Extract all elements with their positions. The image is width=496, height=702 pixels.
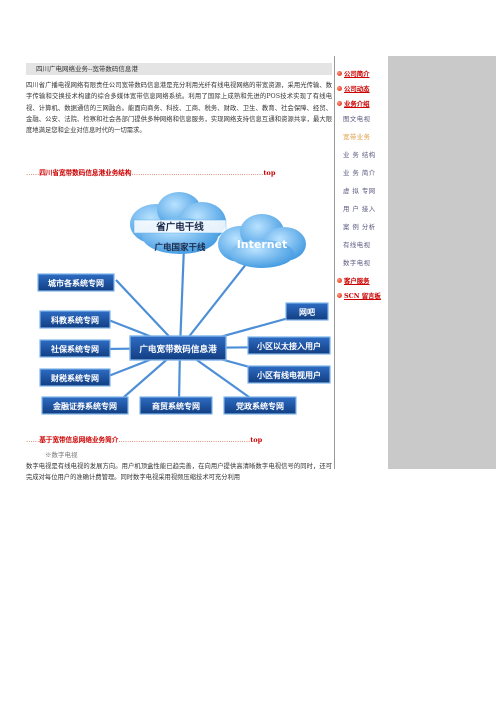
section-dots: ……: [26, 169, 40, 177]
diagram-svg: 省广电干线 广电国家干线 Internet 城市各系统专网 科教系统专网: [37, 192, 331, 415]
sidebar-item-label[interactable]: 有线电视: [343, 241, 371, 249]
sidebar-item-label[interactable]: 业 务 简介: [343, 169, 376, 177]
node-social-security: 社保系统专网: [39, 339, 111, 358]
bullet-icon: [337, 71, 342, 76]
sidebar-item-label[interactable]: 客户服务: [344, 277, 370, 285]
sidebar-item-label[interactable]: 用 户 接入: [343, 205, 376, 213]
digital-tv-paragraph: 数字电视是有线电视的发展方向。用户机顶盒性能已趋完善，在向用户提供高清晰数字电视…: [26, 463, 332, 482]
sidebar-item-label[interactable]: 宽带业务: [343, 133, 371, 141]
bullet-icon: [337, 278, 342, 283]
cloud-provincial-trunk: 省广电干线 广电国家干线: [130, 192, 227, 254]
intro-paragraph: 四川省广播电视网络有限责任公司宽带数码信息港是充分利用光纤有线电视网络的带宽资源…: [26, 82, 332, 135]
node-cable-tv-users: 小区有线电视用户: [247, 365, 331, 384]
section-title: 四川省宽带数码信息港业务结构: [39, 169, 132, 177]
sidebar-item-3[interactable]: 图文电视: [335, 113, 389, 125]
bullet-icon: [337, 101, 342, 106]
section-heading-structure: ……四川省宽带数码信息港业务结构……………………………………………………top: [26, 167, 332, 179]
sidebar-item-label[interactable]: SCN 留言板: [344, 292, 381, 300]
network-structure-diagram: 省广电干线 广电国家干线 Internet 城市各系统专网 科教系统专网: [34, 184, 334, 424]
node-party-government: 党政系统专网: [223, 396, 297, 415]
node-internet-cafe: 网吧: [285, 302, 329, 321]
top-link[interactable]: top: [250, 436, 263, 444]
sidebar-item-1[interactable]: 公司动态: [335, 83, 389, 95]
sidebar-item-6[interactable]: 业 务 简介: [335, 167, 389, 179]
sidebar-item-label[interactable]: 图文电视: [343, 115, 371, 123]
node-label: 金融证券系统专网: [52, 401, 117, 411]
bullet-icon: [337, 86, 342, 91]
section-heading-intro: ……基于宽带信息网络业务简介……………………………………………………top: [26, 434, 332, 446]
node-hub: 广电宽带数码信息港: [129, 335, 227, 361]
node-commerce: 商贸系统专网: [139, 396, 213, 415]
node-finance-securities: 金融证券系统专网: [41, 396, 129, 415]
node-label: 科教系统专网: [51, 315, 99, 325]
bullet-icon: [337, 293, 342, 298]
node-label: 网吧: [299, 308, 315, 317]
section-leader: ……………………………………………………: [131, 169, 264, 177]
sidebar-item-label[interactable]: 业务介绍: [344, 100, 370, 108]
nav-list: 公司简介公司动态业务介绍图文电视宽带业务业 务 结构业 务 简介虚 拟 专网用 …: [335, 68, 389, 305]
sidebar-item-8[interactable]: 用 户 接入: [335, 203, 389, 215]
sidebar-item-13[interactable]: SCN 留言板: [335, 290, 389, 302]
node-label: 社保系统专网: [50, 344, 99, 354]
sidebar-item-7[interactable]: 虚 拟 专网: [335, 185, 389, 197]
sidebar-item-label[interactable]: 数字电视: [343, 259, 371, 267]
cloud-left-label: 省广电干线: [155, 221, 204, 233]
node-label: 党政系统专网: [236, 401, 284, 411]
top-link[interactable]: top: [263, 169, 276, 177]
sidebar-item-11[interactable]: 数字电视: [335, 257, 389, 269]
sidebar-item-12[interactable]: 客户服务: [335, 275, 389, 287]
sidebar-item-label[interactable]: 公司简介: [344, 70, 370, 78]
sidebar-gray-panel: [388, 56, 496, 469]
section-title: 基于宽带信息网络业务简介: [39, 436, 119, 444]
node-label: 小区有线电视用户: [256, 370, 321, 380]
cloud-internet: Internet: [218, 214, 306, 268]
sidebar-item-2[interactable]: 业务介绍: [335, 98, 389, 110]
cloud-left-sublabel: 广电国家干线: [154, 242, 206, 253]
node-city-systems: 城市各系统专网: [37, 273, 115, 292]
sidebar-nav: 公司简介公司动态业务介绍图文电视宽带业务业 务 结构业 务 简介虚 拟 专网用 …: [334, 56, 388, 469]
sidebar-item-5[interactable]: 业 务 结构: [335, 149, 389, 161]
sidebar-item-10[interactable]: 有线电视: [335, 239, 389, 251]
hub-label: 广电宽带数码信息港: [139, 343, 217, 355]
node-science-education: 科教系统专网: [39, 310, 111, 329]
sidebar-item-label[interactable]: 公司动态: [344, 85, 370, 93]
node-ethernet-users: 小区以太接入用户: [247, 336, 331, 355]
sidebar-item-label[interactable]: 虚 拟 专网: [343, 187, 376, 195]
node-label: 财税系统专网: [50, 373, 99, 383]
sidebar-item-label[interactable]: 业 务 结构: [343, 151, 376, 159]
section-leader: ……………………………………………………: [118, 436, 251, 444]
node-label: 小区以太接入用户: [256, 341, 321, 351]
node-label: 商贸系统专网: [152, 401, 200, 411]
sidebar-item-4[interactable]: 宽带业务: [335, 131, 389, 143]
main-content: 四川广电网络业务--宽带数码信息港 四川省广播电视网络有限责任公司宽带数码信息港…: [26, 63, 334, 482]
node-label: 城市各系统专网: [48, 278, 104, 288]
node-finance-tax: 财税系统专网: [39, 368, 111, 387]
cloud-right-label: Internet: [237, 238, 288, 251]
sidebar-item-0[interactable]: 公司简介: [335, 68, 389, 80]
sidebar-item-label[interactable]: 案 例 分析: [343, 223, 376, 231]
sidebar-item-9[interactable]: 案 例 分析: [335, 221, 389, 233]
breadcrumb: 四川广电网络业务--宽带数码信息港: [26, 63, 332, 75]
sub-heading-digital-tv: ※数字电视: [45, 451, 78, 459]
section-dots: ……: [26, 436, 40, 444]
